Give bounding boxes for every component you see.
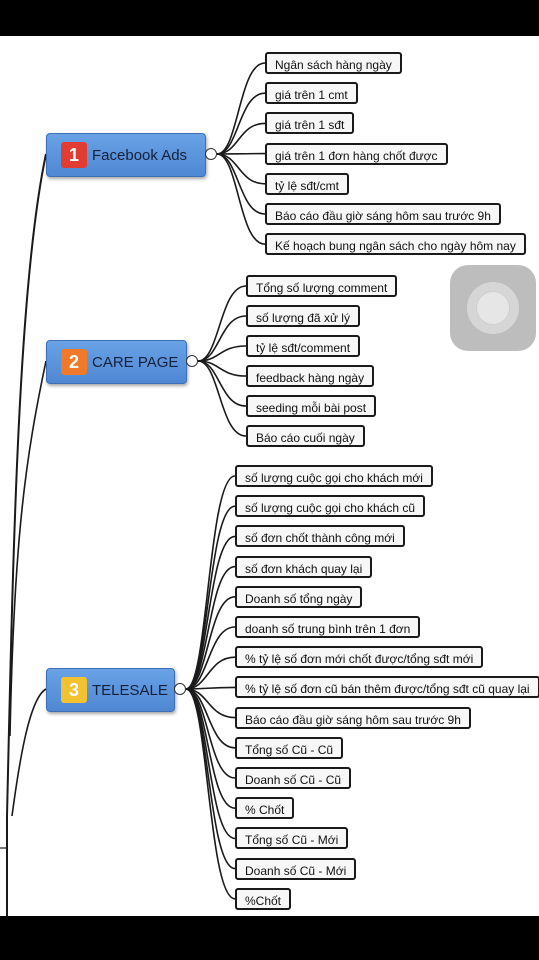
mindmap-leaf[interactable]: seeding mỗi bài post bbox=[246, 395, 377, 417]
mindmap-canvas: 1 Facebook Ads 2 CARE PAGE 3 TELESALE Ngân sá… bbox=[0, 36, 539, 916]
mindmap-leaf[interactable]: %Chốt bbox=[235, 887, 292, 910]
mindmap-leaf[interactable]: Ngân sách hàng ngày bbox=[265, 52, 402, 74]
mindmap-leaf[interactable]: Kế hoạch bung ngân sách cho ngày hôm nay bbox=[265, 233, 526, 256]
connector-line bbox=[6, 153, 47, 916]
mindmap-leaf[interactable]: % tỷ lệ số đơn mới chốt được/tổng sđt mớ… bbox=[235, 646, 484, 669]
connector-line bbox=[197, 360, 247, 407]
connector-line bbox=[197, 360, 247, 437]
connector-line bbox=[197, 315, 247, 362]
mindmap-leaf[interactable]: giá trên 1 đơn hàng chốt được bbox=[265, 142, 448, 165]
connector-line bbox=[185, 565, 236, 690]
assistive-touch-center bbox=[476, 291, 510, 325]
connector-line bbox=[185, 626, 236, 690]
connector-line bbox=[197, 285, 247, 362]
mindmap-leaf[interactable]: Báo cáo đầu giờ sáng hôm sau trước 9h bbox=[235, 706, 471, 729]
branch-number-badge: 2 bbox=[61, 349, 87, 375]
connector-line bbox=[216, 122, 266, 155]
mindmap-leaf[interactable]: % Chốt bbox=[235, 797, 295, 820]
branch-label: Facebook Ads bbox=[92, 146, 188, 164]
branch-number-badge: 1 bbox=[61, 142, 87, 168]
mindmap-leaf[interactable]: số lượng cuộc gọi cho khách cũ bbox=[235, 495, 425, 518]
connector-line bbox=[216, 62, 266, 155]
mindmap-leaf[interactable]: tỷ lệ sđt/cmt bbox=[265, 172, 350, 195]
connector-line bbox=[216, 153, 266, 245]
collapse-toggle-icon[interactable] bbox=[174, 683, 186, 695]
mindmap-leaf[interactable]: Báo cáo cuối ngày bbox=[246, 425, 365, 447]
mindmap-leaf[interactable]: số lượng cuộc gọi cho khách mới bbox=[235, 465, 433, 487]
mindmap-leaf[interactable]: Báo cáo đầu giờ sáng hôm sau trước 9h bbox=[265, 203, 501, 225]
branch-number-badge: 3 bbox=[61, 677, 87, 703]
mindmap-leaf[interactable]: feedback hàng ngày bbox=[246, 365, 375, 387]
connector-line bbox=[185, 535, 236, 690]
mindmap-leaf[interactable]: số đơn khách quay lại bbox=[235, 555, 373, 578]
connector-line bbox=[185, 656, 236, 690]
branch-3[interactable]: 3 TELESALE bbox=[46, 668, 175, 712]
mindmap-leaf[interactable]: số đơn chốt thành công mới bbox=[235, 525, 405, 548]
mindmap-leaf[interactable]: giá trên 1 cmt bbox=[265, 82, 358, 105]
mindmap-leaf[interactable]: giá trên 1 sđt bbox=[265, 112, 355, 135]
mindmap-leaf[interactable]: Doanh số tổng ngày bbox=[235, 585, 363, 608]
mindmap-leaf[interactable]: Doanh số Cũ - Cũ bbox=[235, 767, 352, 789]
connector-line bbox=[11, 688, 47, 817]
connector-line bbox=[185, 688, 236, 840]
connector-line bbox=[185, 596, 236, 690]
mindmap-leaf[interactable]: Tổng số Cũ - Cũ bbox=[235, 736, 344, 759]
assistive-touch-icon[interactable] bbox=[450, 265, 536, 351]
mindmap-leaf[interactable]: Tổng số lượng comment bbox=[246, 275, 398, 297]
branch-1[interactable]: 1 Facebook Ads bbox=[46, 133, 206, 177]
collapse-toggle-icon[interactable] bbox=[205, 148, 217, 160]
mindmap-leaf[interactable]: Doanh số Cũ - Mới bbox=[235, 857, 357, 880]
branch-label: CARE PAGE bbox=[92, 353, 179, 371]
mindmap-leaf[interactable]: số lượng đã xử lý bbox=[246, 305, 360, 327]
mindmap-leaf[interactable]: tỷ lệ sđt/comment bbox=[246, 335, 361, 357]
connector-line bbox=[185, 688, 236, 779]
connector-line bbox=[216, 92, 266, 155]
collapse-toggle-icon[interactable] bbox=[186, 355, 198, 367]
mindmap-connectors bbox=[0, 62, 266, 916]
connector-line bbox=[9, 360, 47, 737]
mindmap-leaf[interactable]: Tổng số Cũ - Mới bbox=[235, 827, 349, 850]
mindmap-leaf[interactable]: doanh số trung bình trên 1 đơn bbox=[235, 616, 421, 638]
connector-line bbox=[185, 688, 236, 900]
branch-label: TELESALE bbox=[92, 681, 168, 699]
mindmap-leaf[interactable]: % tỷ lệ số đơn cũ bán thêm được/tổng sđt… bbox=[235, 676, 539, 699]
branch-2[interactable]: 2 CARE PAGE bbox=[46, 340, 187, 384]
